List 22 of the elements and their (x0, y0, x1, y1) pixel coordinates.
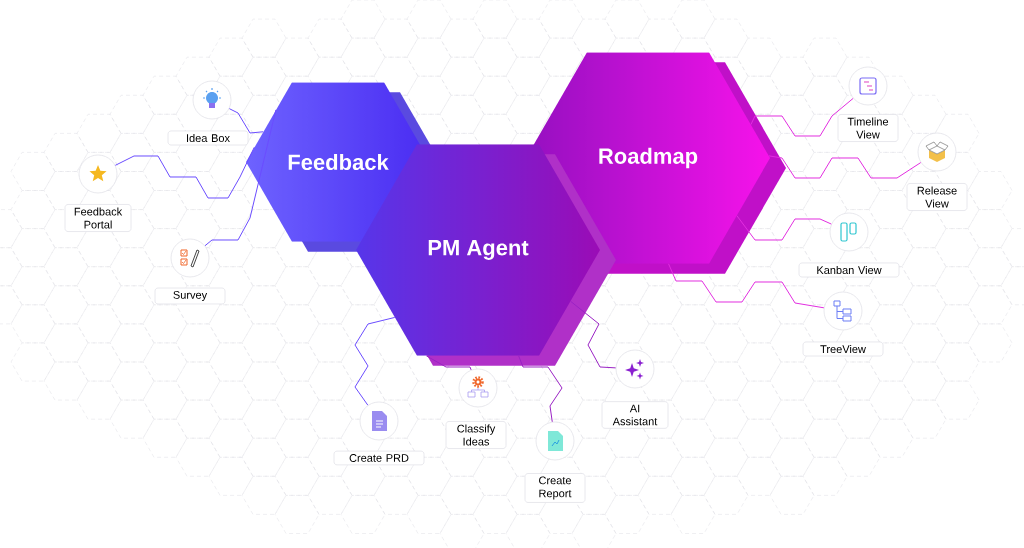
label-card: Idea Box (167, 130, 249, 146)
connector-line (768, 155, 922, 179)
label-card: Create PRD (333, 450, 425, 466)
connector-line (228, 108, 264, 134)
connector-line (425, 355, 472, 371)
connector-line (570, 300, 617, 369)
label-card: Feedback Portal (64, 204, 132, 232)
connector-line (750, 97, 854, 137)
label-card: AI Assistant (601, 401, 669, 429)
label-card: Survey (154, 287, 226, 305)
label-card: Kanban View (798, 262, 900, 278)
label-card: Create Report (524, 473, 586, 503)
connector-line (354, 316, 396, 406)
connector-line (668, 263, 825, 309)
connector-line (518, 355, 563, 423)
connector-line (114, 146, 255, 199)
connector-line (736, 215, 832, 241)
label-card: TreeView (802, 341, 884, 357)
label-card: Release View (906, 183, 968, 211)
connector-line (204, 109, 277, 247)
label-card: Timeline View (837, 114, 899, 142)
label-card: Classify Ideas (445, 421, 507, 449)
